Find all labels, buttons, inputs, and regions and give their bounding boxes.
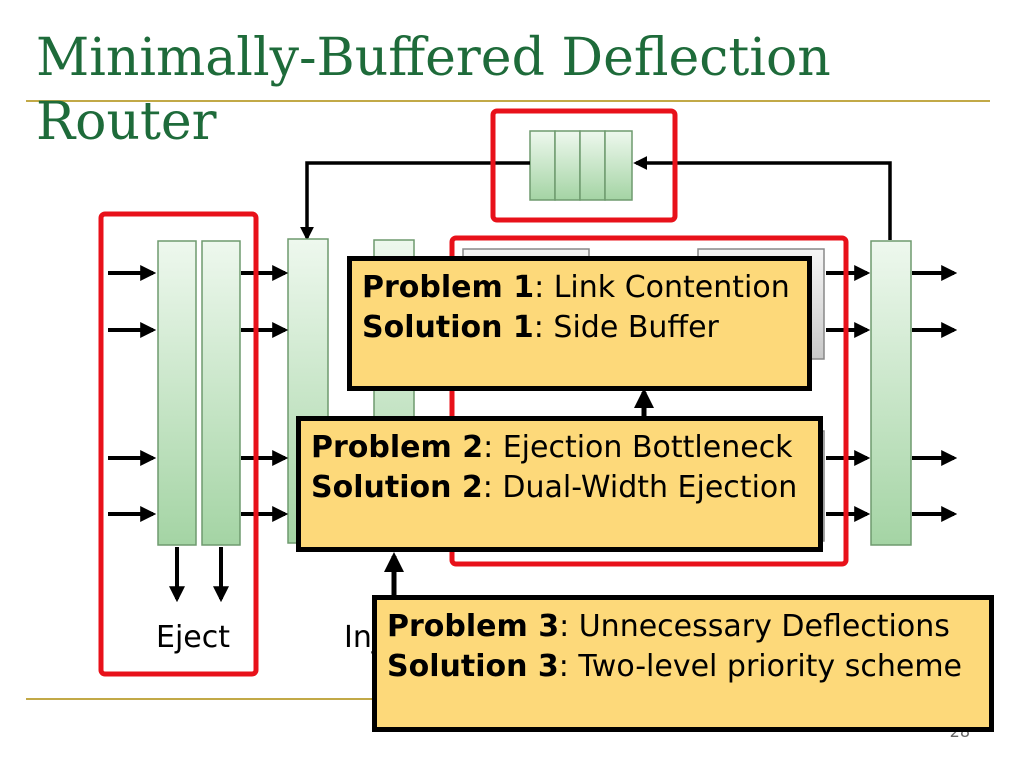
- callout-solution-key: Solution 2: [311, 470, 483, 505]
- output-stage: [870, 240, 912, 546]
- eject-stage-1: [157, 240, 197, 546]
- side-buffer-highlight: [490, 108, 678, 223]
- eject-arrows: [169, 547, 229, 603]
- callout-problem-text: : Unnecessary Deflections: [559, 609, 950, 644]
- callout-solution-key: Solution 1: [362, 310, 534, 345]
- input-arrows: [108, 265, 157, 522]
- callout-problem-1: Problem 1: Link Contention Solution 1: S…: [347, 256, 812, 391]
- callout-problem-3: Problem 3: Unnecessary Deflections Solut…: [372, 595, 994, 732]
- side-buffer-slot: [554, 130, 581, 201]
- callout-solution-text: : Side Buffer: [533, 310, 719, 345]
- callout-problem-text: : Link Contention: [534, 270, 790, 305]
- buffer-reinject-arrow: [300, 161, 530, 241]
- eject-stage-2: [201, 240, 241, 546]
- side-buffer-slot: [604, 130, 633, 201]
- permuter-highlight: [449, 235, 849, 567]
- slide-title: Minimally-Buffered Deflection Router: [36, 28, 831, 152]
- eject-label: Eject: [156, 620, 231, 655]
- callout-solution-key: Solution 3: [387, 649, 559, 684]
- callout-problem-text: : Ejection Bottleneck: [483, 430, 793, 465]
- callout-solution-text: : Dual-Width Ejection: [482, 470, 798, 505]
- title-rule: [26, 100, 990, 102]
- callout-problem-key: Problem 2: [311, 430, 484, 465]
- side-buffer-slot: [529, 130, 556, 201]
- eject-to-inject-arrows: [241, 265, 289, 522]
- callout-problem-2: Problem 2: Ejection Bottleneck Solution …: [296, 416, 823, 552]
- callout-problem-key: Problem 3: [387, 609, 560, 644]
- side-buffer: [529, 130, 633, 201]
- buffer-return-arrow: [633, 156, 892, 240]
- side-buffer-slot: [579, 130, 606, 201]
- callout-solution-text: : Two-level priority scheme: [558, 649, 962, 684]
- eject-highlight: [98, 211, 259, 677]
- callout-problem-key: Problem 1: [362, 270, 535, 305]
